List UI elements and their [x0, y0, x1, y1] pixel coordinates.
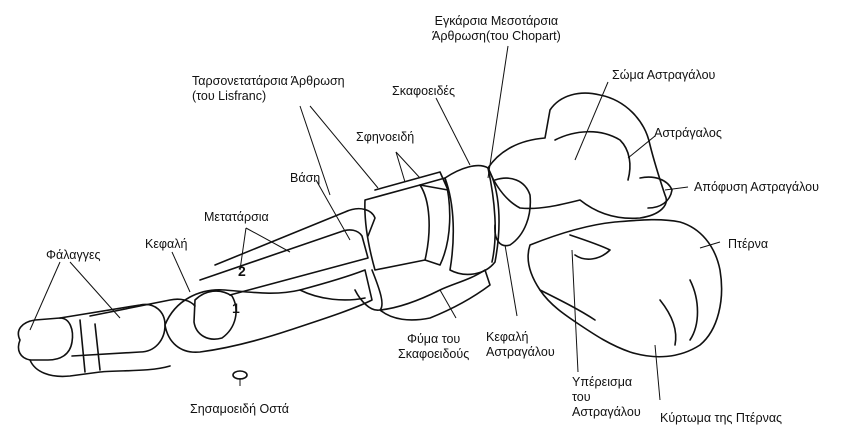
- metatarsal-number-2: 2: [238, 263, 246, 279]
- talus-process: [640, 177, 672, 208]
- label-cuneiforms: Σφηνοειδή: [356, 130, 414, 145]
- calcaneal-tuberosity: [660, 280, 698, 345]
- label-chopart-line2: Άρθρωση(του Chopart): [432, 29, 561, 44]
- label-navicular-tuberosity: Φύμα του Σκαφοειδούς: [398, 332, 469, 362]
- label-sustentaculum: Υπέρεισμα του Αστραγάλου: [572, 375, 641, 420]
- label-calcaneal-tuberosity: Κύρτωμα της Πτέρνας: [660, 411, 782, 426]
- label-talus-head-line2: Αστραγάλου: [486, 345, 555, 360]
- label-talus-head: Κεφαλή Αστραγάλου: [486, 330, 555, 360]
- label-navicular: Σκαφοειδές: [392, 84, 455, 99]
- label-lisfranc-line2: (του Lisfranc): [192, 89, 345, 104]
- metatarsal-head: [194, 291, 236, 339]
- second-metatarsal: [200, 230, 368, 295]
- first-metatarsal: [165, 270, 372, 352]
- label-metatarsals: Μετατάρσια: [204, 210, 269, 225]
- label-nav-tub-line2: Σκαφοειδούς: [398, 347, 469, 362]
- cuneiform-base: [355, 270, 382, 310]
- sustentaculum-tali: [570, 235, 610, 259]
- label-head: Κεφαλή: [145, 237, 187, 252]
- label-chopart-joint: Εγκάρσια Μεσοτάρσια Άρθρωση(του Chopart): [432, 14, 561, 44]
- middle-toe-phalanx: [80, 320, 100, 372]
- label-talus-head-line1: Κεφαλή: [486, 330, 555, 345]
- label-sesamoids: Σησαμοειδή Οστά: [190, 402, 289, 417]
- label-lisfranc-joint: Ταρσονετατάρσια Άρθρωση (του Lisfranc): [192, 74, 345, 104]
- label-phalanges: Φάλαγγες: [46, 248, 101, 263]
- label-calcaneus: Πτέρνα: [728, 237, 768, 252]
- label-base: Βάση: [290, 171, 320, 186]
- cuneiform-lateral: [420, 178, 450, 265]
- label-talus-process: Απόφυση Αστραγάλου: [694, 180, 819, 195]
- cuneiform-medial: [365, 185, 429, 270]
- distal-phalanx: [18, 318, 72, 360]
- talus-trochlea: [555, 132, 630, 180]
- label-lisfranc-line1: Ταρσονετατάρσια Άρθρωση: [192, 74, 345, 89]
- talus-head: [495, 178, 530, 245]
- metatarsal-number-1: 1: [232, 300, 240, 316]
- cuboid-bone: [380, 270, 490, 320]
- label-talus-body: Σώμα Αστραγάλου: [612, 68, 715, 83]
- label-sust-line2: του: [572, 390, 641, 405]
- sesamoid-bone: [233, 371, 247, 379]
- label-sust-line1: Υπέρεισμα: [572, 375, 641, 390]
- label-nav-tub-line1: Φύμα του: [398, 332, 469, 347]
- label-chopart-line1: Εγκάρσια Μεσοτάρσια: [432, 14, 561, 29]
- label-talus: Αστράγαλος: [654, 126, 722, 141]
- label-sust-line3: Αστραγάλου: [572, 405, 641, 420]
